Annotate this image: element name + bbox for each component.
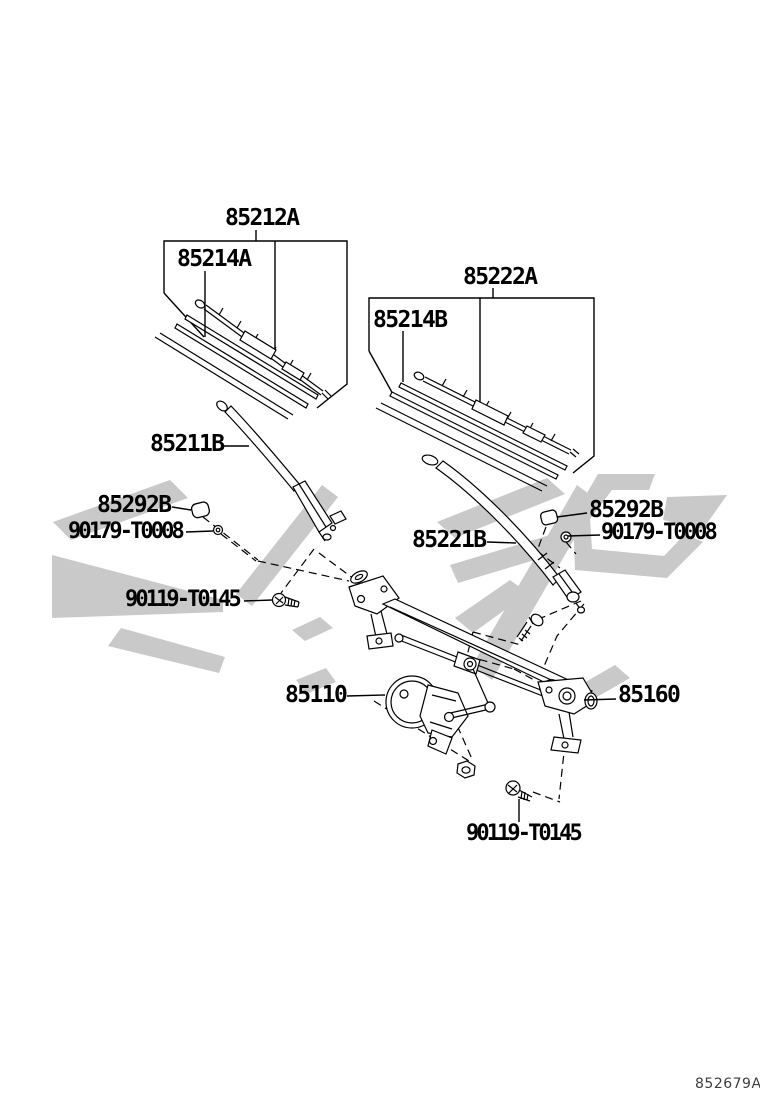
frame-hex-nut: [456, 760, 476, 779]
callout-85221b[interactable]: 85221B: [412, 527, 487, 553]
right-pivot-assembly: [537, 677, 598, 754]
callout-85211b[interactable]: 85211B: [150, 431, 225, 457]
callout-85212a[interactable]: 85212A: [225, 205, 300, 231]
figure-code: 852679A: [695, 1076, 760, 1092]
assembly-dashed-lines: [202, 516, 585, 803]
callout-85160[interactable]: 85160: [618, 682, 681, 708]
callout-90119-t0145-upper[interactable]: 90119-T0145: [125, 587, 242, 612]
link-bolt-middle: [516, 613, 544, 642]
callout-90119-t0145-lower[interactable]: 90119-T0145: [466, 821, 583, 846]
callout-leader-lines: [171, 230, 617, 822]
callout-85214b[interactable]: 85214B: [373, 307, 448, 333]
frame-setting-bolt-lower: [505, 780, 533, 802]
wiper-arm-rear: [421, 454, 586, 614]
arm-setting-bolt-upper: [271, 592, 300, 608]
blade1-boundary-bracket: [163, 240, 348, 409]
wiper-blade-assembly-rear: [375, 371, 580, 492]
callout-85292b-right[interactable]: 85292B: [589, 497, 664, 523]
pivot-nut-left: [212, 524, 224, 536]
pivot-cap-right: [539, 509, 559, 526]
callout-90179-t0008-right[interactable]: 90179-T0008: [601, 520, 718, 545]
callout-90179-t0008-left[interactable]: 90179-T0008: [68, 519, 185, 544]
pivot-nut-right: [560, 531, 572, 543]
wiper-arm-front: [216, 400, 347, 542]
callout-85214a[interactable]: 85214A: [177, 246, 252, 272]
wiper-motor: [385, 668, 496, 755]
wiper-blade-assembly-front: [154, 299, 332, 420]
callout-85110[interactable]: 85110: [285, 682, 348, 708]
pivot-cap-left: [190, 501, 211, 519]
callout-85222a[interactable]: 85222A: [463, 264, 538, 290]
blade2-boundary-bracket: [368, 297, 595, 474]
callout-85292b-left[interactable]: 85292B: [97, 492, 172, 518]
